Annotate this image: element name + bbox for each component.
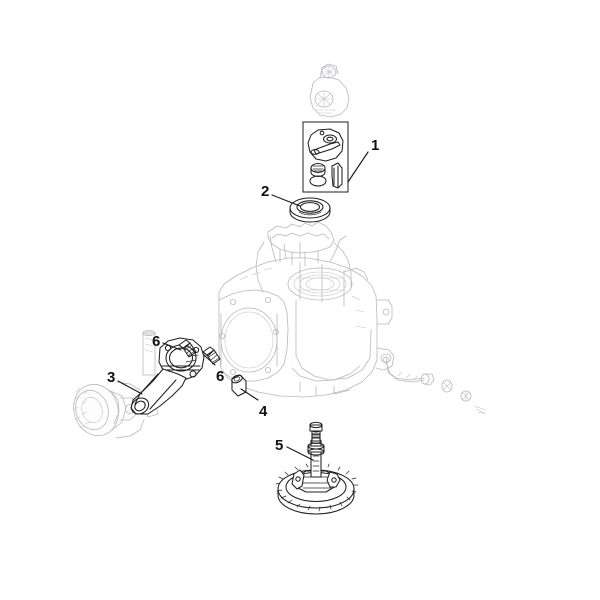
part-governor-assembly-kit-box[interactable] bbox=[302, 121, 349, 193]
callout-label-3[interactable]: 3 bbox=[107, 369, 116, 386]
part-dowel-pin[interactable] bbox=[231, 374, 247, 397]
part-governor-arm-plate[interactable] bbox=[307, 128, 344, 162]
callout-label-4[interactable]: 4 bbox=[259, 403, 268, 420]
callout-label-6-right[interactable]: 6 bbox=[216, 368, 225, 385]
leader-lines bbox=[117, 151, 369, 461]
part-crankshaft-oil-seal[interactable] bbox=[289, 197, 331, 223]
reference-governor-arm-installed bbox=[309, 63, 350, 118]
leader-1 bbox=[347, 151, 369, 183]
reference-governor-linkage bbox=[380, 353, 435, 386]
reference-small-hardware bbox=[441, 379, 487, 415]
part-governor-spindle-gear[interactable] bbox=[275, 421, 359, 515]
callout-label-6-left[interactable]: 6 bbox=[152, 333, 161, 350]
leader-4 bbox=[240, 388, 259, 401]
leader-3 bbox=[117, 380, 143, 395]
callout-label-5[interactable]: 5 bbox=[275, 437, 284, 454]
reference-crankcase-block bbox=[218, 221, 395, 398]
reference-piston bbox=[72, 381, 145, 439]
leader-6-left bbox=[162, 342, 182, 351]
leader-2 bbox=[271, 194, 301, 207]
part-connecting-rod-bolt-left[interactable] bbox=[178, 339, 197, 358]
callout-label-2[interactable]: 2 bbox=[261, 183, 270, 200]
leader-5 bbox=[286, 446, 314, 461]
part-governor-spring-blade[interactable] bbox=[309, 162, 343, 189]
reference-piston-pin bbox=[142, 329, 156, 376]
callout-label-1[interactable]: 1 bbox=[371, 137, 380, 154]
leader-6-right bbox=[203, 354, 216, 366]
